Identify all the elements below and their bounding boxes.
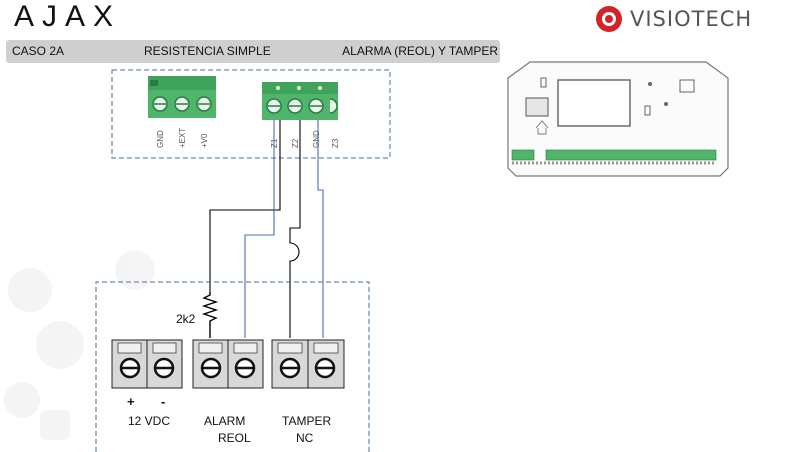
alarm-label-line2: REOL <box>218 431 251 445</box>
terminal-label-z2: Z2 <box>291 138 300 148</box>
terminal-label-gnd-zone: GND <box>312 130 321 148</box>
panel-power-block <box>148 76 216 118</box>
terminal-label-ext: +EXT <box>178 128 187 148</box>
power-label: 12 VDC <box>128 414 171 428</box>
terminal-label-z3: Z3 <box>331 138 340 148</box>
hub-board-illustration <box>507 61 729 177</box>
tamper-label-line1: TAMPER <box>282 414 332 428</box>
resistor-2k2 <box>201 292 219 338</box>
title-bar: CASO 2A RESISTENCIA SIMPLE ALARMA (REOL)… <box>6 40 500 63</box>
alarm-label-line1: ALARM <box>204 414 246 428</box>
power-minus-sign: - <box>161 394 166 409</box>
wire-z1-alarm <box>209 120 281 292</box>
resistance-label: RESISTENCIA SIMPLE <box>144 44 271 58</box>
visiotech-wordmark: VISIOTECH <box>630 7 753 31</box>
wire-z2-tamper <box>289 120 301 338</box>
device-terminal-block <box>111 339 345 389</box>
visiotech-logo: VISIOTECH <box>594 4 752 34</box>
resistor-label: 2k2 <box>176 312 196 326</box>
ajax-logo: AJAX <box>14 0 122 33</box>
case-label: CASO 2A <box>12 44 65 58</box>
wire-z1-alarm-return <box>244 120 275 338</box>
tamper-label-line2: NC <box>296 431 314 445</box>
wire-gnd-tamper <box>317 120 324 338</box>
terminal-label-v0: +V0 <box>200 133 209 148</box>
terminal-label-gnd: GND <box>156 130 165 148</box>
panel-zone-block <box>262 82 338 120</box>
power-plus-sign: + <box>127 394 135 409</box>
mode-label: ALARMA (REOL) Y TAMPER <box>342 44 498 58</box>
visiotech-logo-icon <box>596 6 622 32</box>
watermark-pattern <box>4 250 155 440</box>
device-box <box>95 281 370 452</box>
panel-box <box>111 69 391 159</box>
